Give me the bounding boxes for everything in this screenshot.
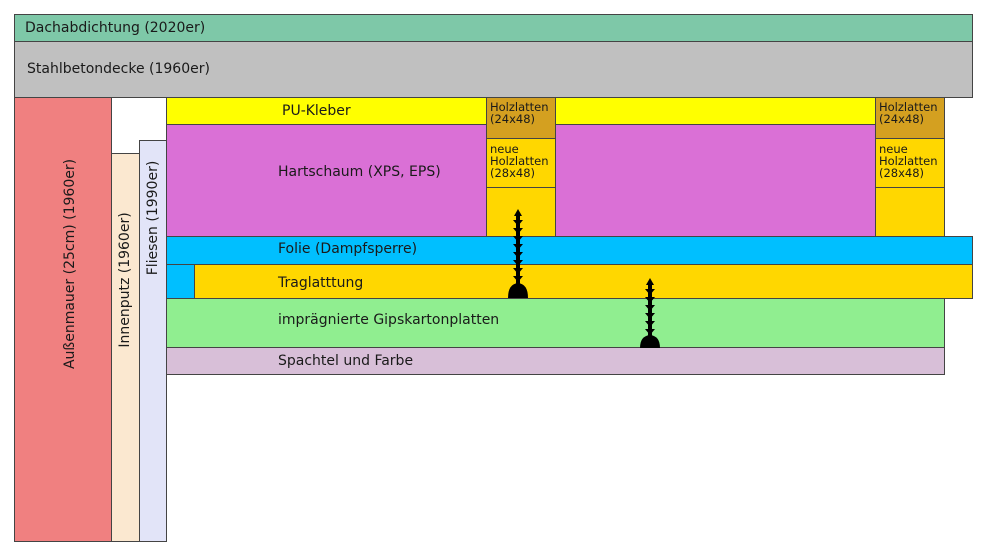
traglattung-label: Traglatttung [278, 275, 364, 291]
folie-label: Folie (Dampfsperre) [278, 241, 418, 257]
stahlbetondecke-label: Stahlbetondecke (1960er) [27, 61, 210, 77]
gipskarton-label: imprägnierte Gipskartonplatten [278, 312, 500, 328]
dachabdichtung-layer: Dachabdichtung (2020er) [14, 14, 973, 42]
innenputz-layer [111, 153, 140, 542]
holzlatten-neu-label-left: neue Holzlatten (28x48) [490, 142, 549, 180]
folie-layer: Folie (Dampfsperre) [166, 236, 973, 265]
holzlatten-alt-label-left: Holzlatten (24x48) [490, 100, 549, 126]
spachtel-layer: Spachtel und Farbe [166, 347, 945, 375]
hartschaum-label: Hartschaum (XPS, EPS) [278, 164, 441, 180]
spachtel-label: Spachtel und Farbe [278, 353, 414, 369]
holzlatten-neu-divider-left [487, 187, 555, 188]
holzlatten-alt-right: Holzlatten (24x48) [875, 97, 945, 139]
holzlatten-neu-divider-right [876, 187, 944, 188]
screw-lower-icon [640, 278, 660, 348]
screw-upper-icon [508, 209, 528, 298]
pu-kleber-label: PU-Kleber [282, 103, 351, 119]
dachabdichtung-label: Dachabdichtung (2020er) [25, 20, 206, 36]
aussenmauer-layer [14, 97, 112, 542]
holzlatten-neu-label-right: neue Holzlatten (28x48) [879, 142, 938, 180]
holzlatten-alt-label-right: Holzlatten (24x48) [879, 100, 938, 126]
